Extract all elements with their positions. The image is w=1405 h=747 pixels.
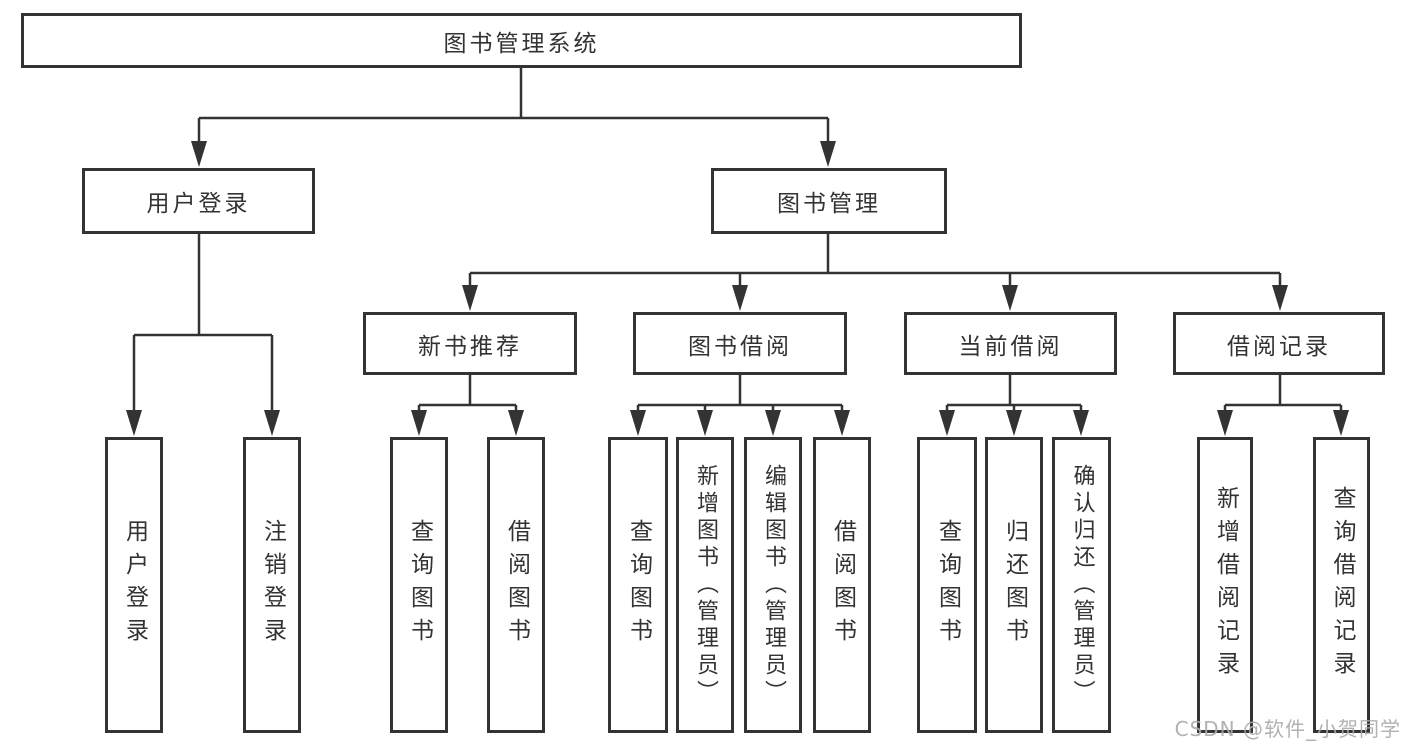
node-book-borrow: 图书借阅 (633, 312, 847, 375)
node-book-management-label: 图书管理 (777, 191, 881, 217)
leaf-add-borrow-record-label: 新增借阅记录 (1212, 486, 1239, 684)
node-new-book-recommend: 新书推荐 (363, 312, 577, 375)
arrowhead-icon (462, 285, 478, 311)
node-new-book-recommend-label: 新书推荐 (418, 333, 522, 360)
node-book-borrow-label: 图书借阅 (688, 333, 792, 360)
arrowhead-icon (820, 141, 836, 167)
node-current-borrow: 当前借阅 (904, 312, 1117, 375)
leaf-query-borrow-record: 查询借阅记录 (1313, 437, 1370, 733)
leaf-user-login: 用户登录 (105, 437, 163, 733)
arrowhead-icon (765, 410, 781, 436)
arrowhead-icon (1006, 410, 1022, 436)
node-book-management: 图书管理 (711, 168, 947, 234)
leaf-logout-label: 注销登录 (259, 519, 286, 651)
arrowhead-icon (1217, 410, 1233, 436)
connector-line (417, 375, 518, 420)
arrowhead-icon (939, 410, 955, 436)
arrowhead-icon (697, 410, 713, 436)
leaf-add-book-admin: 新增图书（管理员） (676, 437, 734, 733)
connector-line (1223, 375, 1343, 420)
arrowhead-icon (1333, 410, 1349, 436)
leaf-query-books-borrow-label: 查询图书 (625, 519, 652, 651)
connector-line (468, 234, 1282, 300)
arrowhead-icon (411, 410, 427, 436)
leaf-edit-book-admin-label: 编辑图书（管理员） (761, 463, 786, 707)
arrowhead-icon (508, 410, 524, 436)
leaf-return-books-label: 归还图书 (1001, 519, 1028, 651)
node-library-management-system: 图书管理系统 (21, 13, 1022, 68)
arrowhead-icon (732, 285, 748, 311)
connector-root-to-level2 (191, 68, 836, 167)
connector-line (197, 68, 830, 152)
arrowhead-icon (1002, 285, 1018, 311)
connector-line (636, 375, 844, 420)
leaf-query-books-current: 查询图书 (917, 437, 977, 733)
arrowhead-icon (834, 410, 850, 436)
leaf-borrow-books: 借阅图书 (813, 437, 871, 733)
connector-line (132, 234, 274, 420)
arrowhead-icon (126, 410, 142, 436)
watermark: CSDN @软件_小贺同学 (1174, 717, 1401, 741)
connector-user-login-to-leaves (126, 234, 280, 436)
node-user-login-label: 用户登录 (146, 191, 251, 217)
node-borrow-records: 借阅记录 (1173, 312, 1385, 375)
leaf-borrow-books-label: 借阅图书 (829, 519, 856, 651)
leaf-query-books-recommend-label: 查询图书 (406, 519, 433, 651)
node-borrow-records-label: 借阅记录 (1227, 333, 1331, 360)
leaf-logout: 注销登录 (243, 437, 301, 733)
leaf-query-books-borrow: 查询图书 (608, 437, 668, 733)
leaf-add-borrow-record: 新增借阅记录 (1197, 437, 1253, 733)
connector-book-borrow-to-leaves (630, 375, 850, 436)
leaf-borrow-books-recommend-label: 借阅图书 (503, 519, 530, 651)
leaf-confirm-return-admin-label: 确认归还（管理员） (1069, 463, 1095, 707)
arrowhead-icon (1272, 285, 1288, 311)
arrowhead-icon (264, 410, 280, 436)
connector-borrow-records-to-leaves (1217, 375, 1349, 436)
node-user-login: 用户登录 (82, 168, 315, 234)
arrowhead-icon (1073, 410, 1089, 436)
connector-current-borrow-to-leaves (939, 375, 1089, 436)
leaf-user-login-label: 用户登录 (121, 519, 148, 651)
connector-book-management-to-level3 (462, 234, 1288, 311)
leaf-borrow-books-recommend: 借阅图书 (487, 437, 545, 733)
leaf-query-books-current-label: 查询图书 (934, 519, 961, 651)
leaf-edit-book-admin: 编辑图书（管理员） (744, 437, 802, 733)
leaf-add-book-admin-label: 新增图书（管理员） (693, 463, 718, 707)
leaf-return-books: 归还图书 (985, 437, 1043, 733)
node-current-borrow-label: 当前借阅 (958, 333, 1063, 360)
arrowhead-icon (191, 141, 207, 167)
leaf-query-books-recommend: 查询图书 (390, 437, 448, 733)
connector-new-book-recommend-to-leaves (411, 375, 524, 436)
node-library-management-system-label: 图书管理系统 (443, 30, 600, 57)
leaf-confirm-return-admin: 确认归还（管理员） (1052, 437, 1111, 733)
leaf-query-borrow-record-label: 查询借阅记录 (1329, 486, 1355, 684)
arrowhead-icon (630, 410, 646, 436)
